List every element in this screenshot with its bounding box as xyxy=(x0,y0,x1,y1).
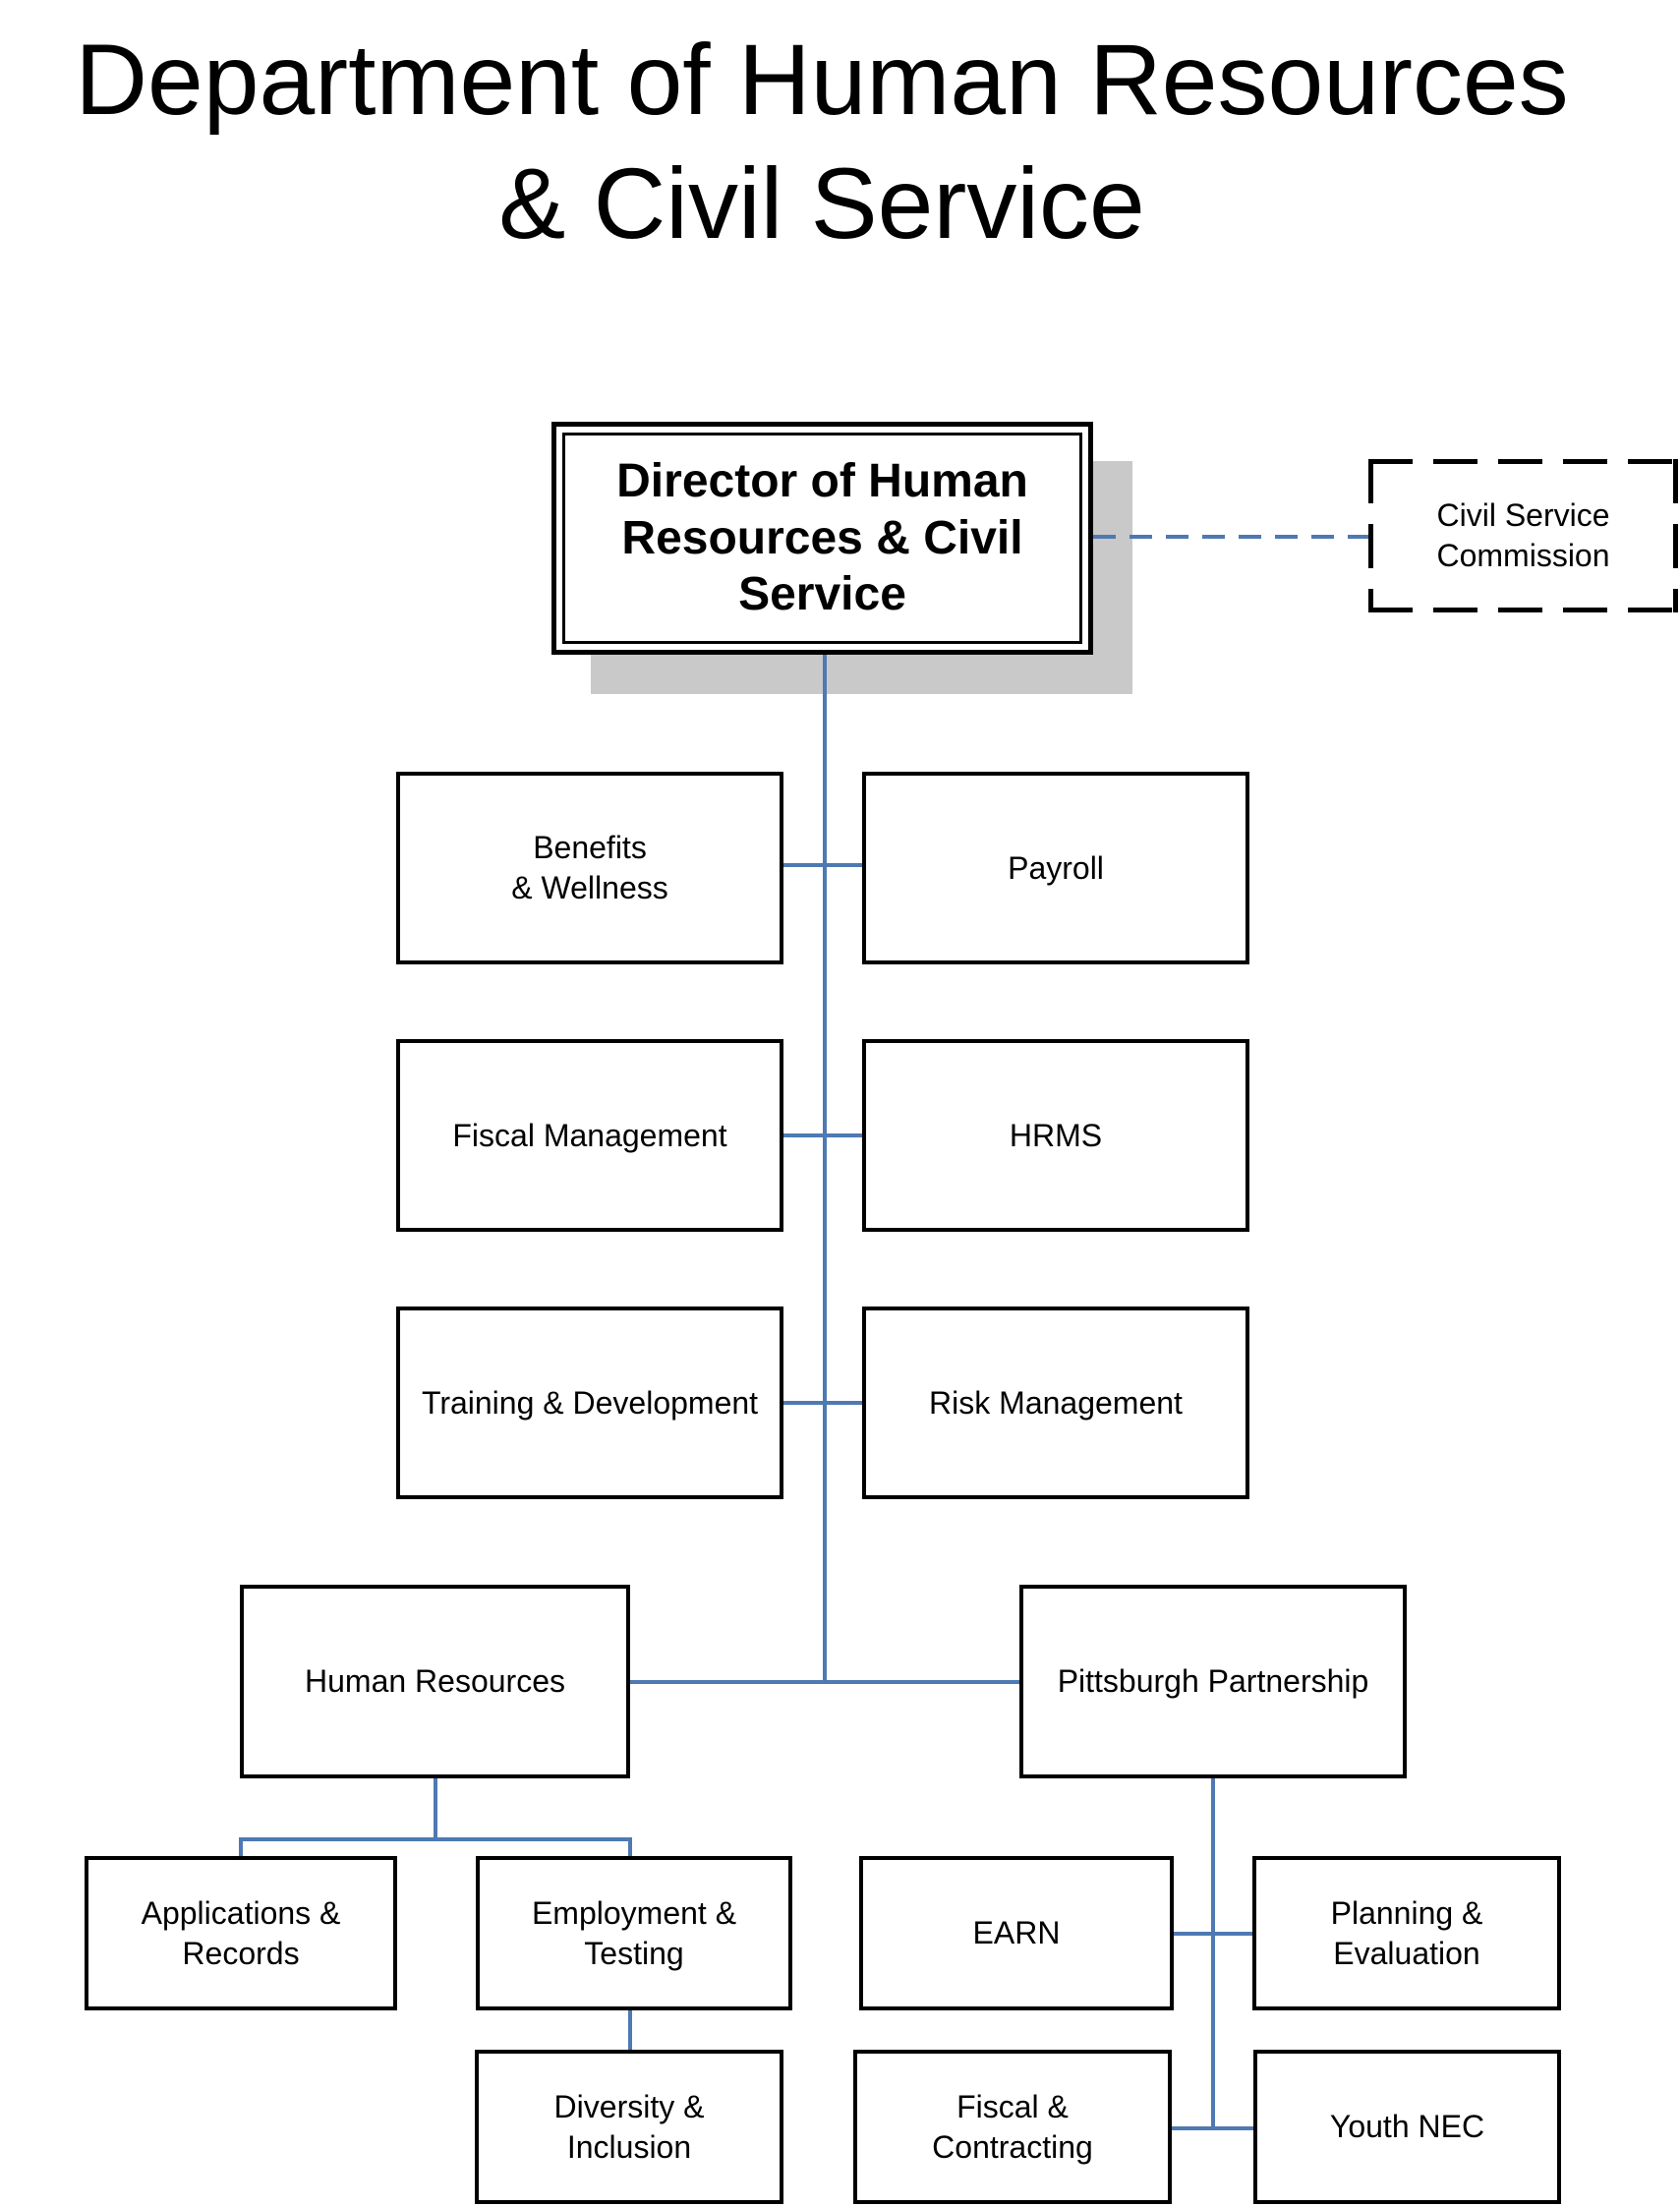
node-diversity-inclusion: Diversity & Inclusion xyxy=(475,2050,783,2204)
connector-employment-stub xyxy=(628,1837,632,1856)
node-youth-nec: Youth NEC xyxy=(1253,2050,1561,2204)
node-civil-service-commission-label: Civil Service Commission xyxy=(1436,497,1610,573)
node-risk-management: Risk Management xyxy=(862,1307,1249,1499)
node-earn-label: EARN xyxy=(972,1915,1061,1951)
node-hrms-label: HRMS xyxy=(1009,1117,1103,1153)
node-director: Director of Human Resources & Civil Serv… xyxy=(551,422,1093,655)
node-youth-nec-label: Youth NEC xyxy=(1329,2109,1485,2145)
node-employment-testing: Employment & Testing xyxy=(476,1856,792,2010)
node-human-resources: Human Resources xyxy=(240,1585,630,1778)
connector-director-commission-dashed xyxy=(1093,535,1368,539)
dashed-border-top xyxy=(1368,459,1678,464)
node-benefits-wellness: Benefits & Wellness xyxy=(396,772,783,964)
node-fiscal-management: Fiscal Management xyxy=(396,1039,783,1232)
connector-fiscal-youth-stub xyxy=(1172,2126,1253,2130)
dashed-border-left xyxy=(1368,459,1373,612)
node-human-resources-label: Human Resources xyxy=(305,1663,565,1700)
node-planning-evaluation-label: Planning & Evaluation xyxy=(1330,1894,1483,1971)
node-applications-records: Applications & Records xyxy=(85,1856,397,2010)
connector-applications-stub xyxy=(239,1837,243,1856)
node-payroll: Payroll xyxy=(862,772,1249,964)
node-director-label: Director of Human Resources & Civil Serv… xyxy=(616,455,1028,621)
dashed-border-right xyxy=(1673,459,1678,612)
node-planning-evaluation: Planning & Evaluation xyxy=(1252,1856,1561,2010)
node-training-development-label: Training & Development xyxy=(421,1384,759,1421)
node-civil-service-commission: Civil Service Commission xyxy=(1368,459,1678,612)
node-pittsburgh-partnership: Pittsburgh Partnership xyxy=(1019,1585,1407,1778)
node-director-inner-border: Director of Human Resources & Civil Serv… xyxy=(562,433,1082,644)
connector-employment-diversity xyxy=(628,2010,632,2050)
connector-row3-stub xyxy=(783,1401,862,1405)
page-title: Department of Human Resources & Civil Se… xyxy=(75,24,1569,261)
node-benefits-wellness-label: Benefits & Wellness xyxy=(511,830,668,905)
connector-row2-stub xyxy=(783,1133,862,1137)
node-fiscal-management-label: Fiscal Management xyxy=(452,1117,727,1153)
node-risk-management-label: Risk Management xyxy=(929,1384,1183,1421)
connector-main-vertical xyxy=(823,655,827,1684)
node-training-development: Training & Development xyxy=(396,1307,783,1499)
node-pittsburgh-partnership-label: Pittsburgh Partnership xyxy=(1057,1663,1369,1700)
dashed-border-bottom xyxy=(1368,608,1678,612)
connector-hr-down xyxy=(434,1778,437,1839)
node-fiscal-contracting: Fiscal & Contracting xyxy=(853,2050,1172,2204)
node-earn: EARN xyxy=(859,1856,1174,2010)
connector-earn-planning-stub xyxy=(1174,1932,1252,1936)
node-diversity-inclusion-label: Diversity & Inclusion xyxy=(553,2088,705,2165)
node-hrms: HRMS xyxy=(862,1039,1249,1232)
node-payroll-label: Payroll xyxy=(1008,849,1104,886)
connector-row1-stub xyxy=(783,863,862,867)
node-applications-records-label: Applications & Records xyxy=(141,1894,341,1971)
node-employment-testing-label: Employment & Testing xyxy=(531,1894,737,1971)
connector-pittsburgh-down xyxy=(1211,1778,1215,2130)
connector-hr-children-horizontal xyxy=(239,1837,632,1841)
node-fiscal-contracting-label: Fiscal & Contracting xyxy=(932,2088,1093,2165)
connector-hr-pittsburgh-horizontal xyxy=(630,1680,1019,1684)
